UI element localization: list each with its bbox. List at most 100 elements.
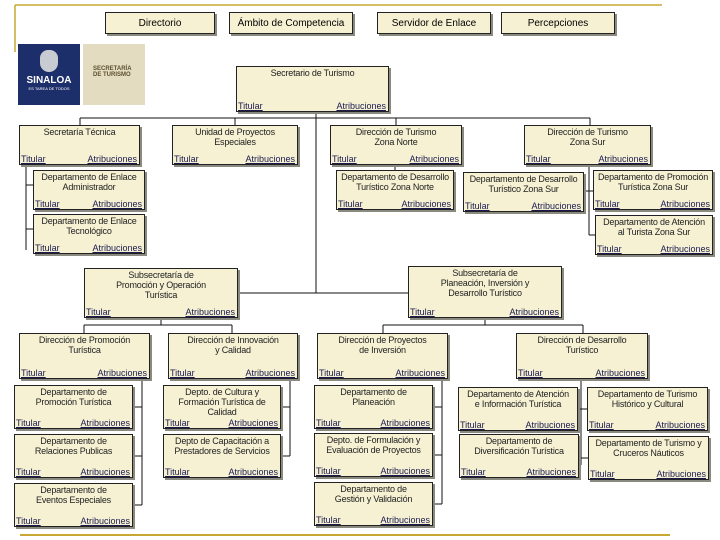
titular-link[interactable]: Titular [21, 368, 46, 378]
titular-link[interactable]: Titular [16, 418, 41, 428]
titular-link[interactable]: Titular [590, 469, 615, 479]
atribuciones-link[interactable]: Atribuciones [509, 307, 559, 317]
unit-title: Dirección de Innovación y Calidad [187, 335, 279, 355]
titular-link[interactable]: Titular [16, 467, 41, 477]
atribuciones-link[interactable]: Atribuciones [595, 368, 645, 378]
org-unit-box: Dirección de Turismo Zona Norte Titular … [330, 125, 462, 165]
atribuciones-link[interactable]: Atribuciones [80, 516, 130, 526]
unit-title: Subsecretaría de Promoción y Operación T… [116, 270, 206, 300]
titular-link[interactable]: Titular [165, 467, 190, 477]
atribuciones-link[interactable]: Atribuciones [245, 154, 295, 164]
org-unit-box: Depto. de Formulación y Evaluación de Pr… [314, 433, 433, 477]
org-unit-box: Departamento de Turismo y Cruceros Náuti… [588, 436, 709, 480]
atribuciones-link[interactable]: Atribuciones [245, 368, 295, 378]
atribuciones-link[interactable]: Atribuciones [401, 199, 451, 209]
atribuciones-link[interactable]: Atribuciones [660, 199, 710, 209]
titular-link[interactable]: Titular [319, 368, 344, 378]
atribuciones-link[interactable]: Atribuciones [228, 467, 278, 477]
titular-link[interactable]: Titular [595, 199, 620, 209]
atribuciones-link[interactable]: Atribuciones [80, 418, 130, 428]
titular-link[interactable]: Titular [526, 154, 551, 164]
unit-title: Subsecretaría de Planeación, Inversión y… [440, 268, 530, 298]
atribuciones-link[interactable]: Atribuciones [531, 201, 581, 211]
unit-title: Departamento de Diversificación Turístic… [474, 436, 564, 456]
titular-link[interactable]: Titular [316, 515, 341, 525]
nav-directorio[interactable]: Directorio [105, 12, 215, 34]
titular-link[interactable]: Titular [460, 420, 485, 430]
titular-link[interactable]: Titular [170, 368, 195, 378]
atribuciones-link[interactable]: Atribuciones [526, 467, 576, 477]
atribuciones-link[interactable]: Atribuciones [380, 466, 430, 476]
atribuciones-link[interactable]: Atribuciones [656, 469, 706, 479]
atribuciones-link[interactable]: Atribuciones [395, 368, 445, 378]
titular-link[interactable]: Titular [86, 307, 111, 317]
org-unit-box: Dirección de Proyectos de Inversión Titu… [317, 333, 448, 379]
unit-title: Secretaría Técnica [43, 127, 116, 137]
org-unit-box: Departamento de Atención al Turista Zona… [595, 215, 713, 255]
unit-title: Departamento de Planeación [340, 387, 407, 407]
unit-title: Dirección de Desarrollo Turístico [537, 335, 627, 355]
atribuciones-link[interactable]: Atribuciones [92, 243, 142, 253]
titular-link[interactable]: Titular [174, 154, 199, 164]
unit-title: Departamento de Turismo y Cruceros Náuti… [595, 438, 702, 458]
atribuciones-link[interactable]: Atribuciones [598, 154, 648, 164]
nav-percepciones[interactable]: Percepciones [501, 12, 615, 34]
unit-title: Departamento de Turismo Histórico y Cult… [597, 389, 698, 409]
org-unit-box: Dirección de Innovación y Calidad Titula… [168, 333, 298, 379]
unit-title: Departamento de Atención al Turista Zona… [603, 217, 705, 237]
org-unit-box: Departamento de Planeación Titular Atrib… [314, 385, 433, 429]
titular-link[interactable]: Titular [165, 418, 190, 428]
unit-title: Depto. de Cultura y Formación Turística … [178, 387, 266, 417]
atribuciones-link[interactable]: Atribuciones [185, 307, 235, 317]
unit-title: Departamento de Eventos Especiales [36, 485, 111, 505]
titular-link[interactable]: Titular [338, 199, 363, 209]
unit-title: Secretario de Turismo [270, 68, 355, 78]
titular-link[interactable]: Titular [332, 154, 357, 164]
titular-link[interactable]: Titular [465, 201, 490, 211]
org-unit-box: Departamento de Enlace Administrador Tit… [33, 170, 145, 210]
org-unit-box: Departamento de Diversificación Turístic… [459, 434, 579, 478]
atribuciones-link[interactable]: Atribuciones [80, 467, 130, 477]
titular-link[interactable]: Titular [410, 307, 435, 317]
unit-title: Depto. de Formulación y Evaluación de Pr… [326, 435, 421, 455]
org-unit-box: Unidad de Proyectos Especiales Titular A… [172, 125, 298, 165]
nav-servidor-enlace[interactable]: Servidor de Enlace [377, 12, 491, 34]
titular-link[interactable]: Titular [316, 418, 341, 428]
atribuciones-link[interactable]: Atribuciones [87, 154, 137, 164]
unit-title: Depto de Capacitación a Prestadores de S… [174, 436, 270, 456]
org-unit-box: Dirección de Desarrollo Turístico Titula… [516, 333, 648, 379]
titular-link[interactable]: Titular [589, 420, 614, 430]
atribuciones-link[interactable]: Atribuciones [97, 368, 147, 378]
atribuciones-link[interactable]: Atribuciones [380, 418, 430, 428]
atribuciones-link[interactable]: Atribuciones [660, 244, 710, 254]
titular-link[interactable]: Titular [21, 154, 46, 164]
titular-link[interactable]: Titular [316, 466, 341, 476]
titular-link[interactable]: Titular [518, 368, 543, 378]
atribuciones-link[interactable]: Atribuciones [92, 199, 142, 209]
atribuciones-link[interactable]: Atribuciones [228, 418, 278, 428]
unit-title: Dirección de Turismo Zona Sur [547, 127, 628, 147]
org-unit-box: Departamento de Atención e Información T… [458, 387, 578, 431]
unit-title: Departamento de Relaciones Publicas [34, 436, 113, 456]
org-unit-box: Secretario de Turismo Titular Atribucion… [236, 66, 389, 112]
titular-link[interactable]: Titular [35, 199, 60, 209]
atribuciones-link[interactable]: Atribuciones [525, 420, 575, 430]
unit-title: Departamento de Promoción Turística [35, 387, 112, 407]
nav-ambito-competencia[interactable]: Ámbito de Competencia [229, 12, 353, 34]
titular-link[interactable]: Titular [597, 244, 622, 254]
unit-title: Departamento de Enlace Administrador [41, 172, 137, 192]
titular-link[interactable]: Titular [238, 101, 263, 111]
titular-link[interactable]: Titular [461, 467, 486, 477]
org-unit-box: Depto de Capacitación a Prestadores de S… [163, 434, 281, 478]
unit-title: Unidad de Proyectos Especiales [195, 127, 275, 147]
atribuciones-link[interactable]: Atribuciones [409, 154, 459, 164]
titular-link[interactable]: Titular [35, 243, 60, 253]
atribuciones-link[interactable]: Atribuciones [336, 101, 386, 111]
atribuciones-link[interactable]: Atribuciones [655, 420, 705, 430]
titular-link[interactable]: Titular [16, 516, 41, 526]
org-unit-box: Dirección de Promoción Turística Titular… [19, 333, 150, 379]
atribuciones-link[interactable]: Atribuciones [380, 515, 430, 525]
org-unit-box: Secretaría Técnica Titular Atribuciones [19, 125, 140, 165]
logo-secretaria-turismo: SECRETARÍA DE TURISMO [83, 44, 145, 105]
